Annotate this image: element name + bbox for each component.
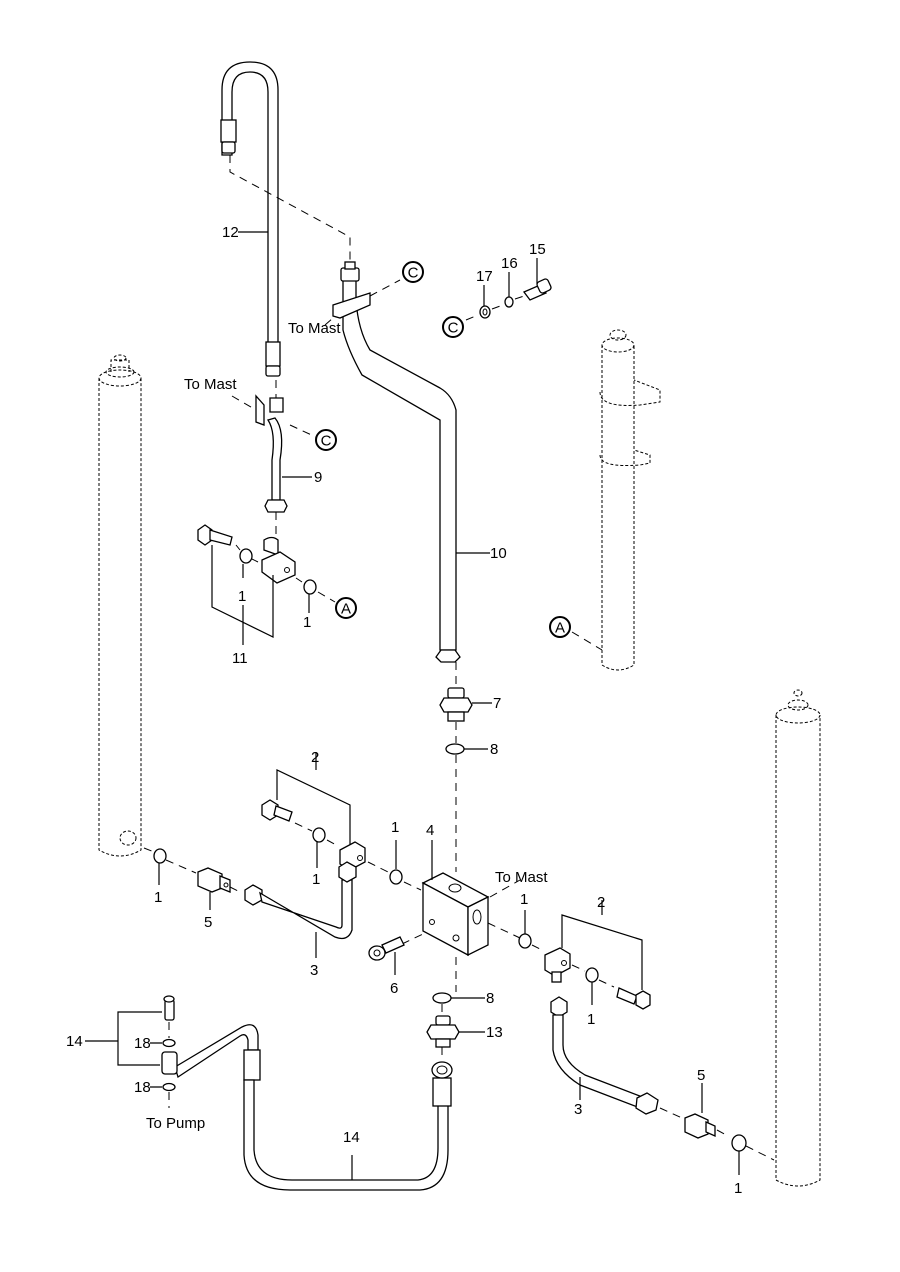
washer-18-lower xyxy=(162,1082,176,1092)
bracket-2-right xyxy=(561,900,643,990)
callout-5-right: 5 xyxy=(697,1067,705,1084)
fasteners-15-16-17 xyxy=(479,278,552,319)
callout-1-right-cyl: 1 xyxy=(734,1180,742,1197)
manifold-block-4 xyxy=(421,872,490,957)
callout-1-right-b: 1 xyxy=(587,1011,595,1028)
callout-11: 11 xyxy=(232,650,248,667)
callout-13: 13 xyxy=(486,1024,503,1041)
note-to-mast-upper: To Mast xyxy=(288,320,341,337)
ref-marker-c-fasteners: C xyxy=(442,316,464,338)
bolt-2-right-assembly xyxy=(544,947,651,1010)
fitting-7 xyxy=(439,687,473,722)
callout-3-left: 3 xyxy=(310,962,318,979)
oring-1-right-a xyxy=(518,933,532,949)
callout-16: 16 xyxy=(501,255,518,272)
callout-17: 17 xyxy=(476,268,493,285)
tube-10 xyxy=(332,261,461,663)
ref-marker-c-clamp: C xyxy=(315,429,337,451)
centerline xyxy=(571,631,603,651)
centerline xyxy=(324,317,334,326)
block-11-assembly xyxy=(197,524,317,595)
centerline xyxy=(143,847,243,894)
washer-18-upper xyxy=(162,1038,176,1048)
note-to-pump: To Pump xyxy=(146,1115,205,1132)
callout-18-upper: 18 xyxy=(134,1035,151,1052)
tube-9 xyxy=(255,394,288,513)
washer-8-lower xyxy=(432,992,452,1004)
leaders-18 xyxy=(150,1042,162,1088)
bracket-14 xyxy=(85,1011,162,1066)
hose-14 xyxy=(161,1024,453,1191)
callout-14-bracket: 14 xyxy=(66,1033,83,1050)
note-to-mast-block: To Mast xyxy=(495,869,548,886)
oring-1-mid xyxy=(389,869,403,885)
centerline xyxy=(465,295,525,321)
callout-10: 10 xyxy=(490,545,507,562)
svg-text:C: C xyxy=(448,320,459,337)
ref-marker-a-cylinder: A xyxy=(549,616,571,638)
note-to-mast-left: To Mast xyxy=(184,376,237,393)
callout-2-left: 2 xyxy=(311,749,319,766)
callout-18-lower: 18 xyxy=(134,1079,151,1096)
fitting-5-left xyxy=(197,867,231,893)
left-cylinder xyxy=(98,354,142,857)
callout-1-mid-b: 1 xyxy=(391,819,399,836)
centerline xyxy=(289,424,319,439)
washer-8-upper xyxy=(445,743,465,755)
callout-3-right: 3 xyxy=(574,1101,582,1118)
fitting-5-right xyxy=(684,1113,716,1139)
hose-12 xyxy=(220,61,281,377)
callout-2-right: 2 xyxy=(597,894,605,911)
leaders-15-16-17 xyxy=(483,258,538,306)
centerline xyxy=(401,881,521,992)
centerline xyxy=(531,944,615,988)
callout-14-hose: 14 xyxy=(343,1129,360,1146)
callout-8-lower: 8 xyxy=(486,990,494,1007)
centerline xyxy=(369,279,401,297)
centerline xyxy=(659,1107,775,1161)
fitting-13 xyxy=(426,1015,460,1048)
callout-8-upper: 8 xyxy=(490,741,498,758)
callout-1-block-b: 1 xyxy=(303,614,311,631)
callout-1-block-a: 1 xyxy=(238,588,246,605)
oring-1-left xyxy=(153,848,167,864)
centerline xyxy=(231,395,257,411)
svg-text:C: C xyxy=(408,265,419,282)
banjo-bolt-14 xyxy=(163,995,175,1021)
centerline xyxy=(229,155,351,260)
callout-1-right-a: 1 xyxy=(520,891,528,908)
callout-12: 12 xyxy=(222,224,239,241)
callout-4: 4 xyxy=(426,822,434,839)
centerline xyxy=(489,879,521,898)
svg-text:A: A xyxy=(341,601,351,618)
bolt-6 xyxy=(368,936,405,961)
bracket-11 xyxy=(211,545,310,638)
callout-9: 9 xyxy=(314,469,322,486)
callout-7: 7 xyxy=(493,695,501,712)
centerline xyxy=(235,512,336,603)
tube-3-left xyxy=(244,861,357,940)
right-upper-cylinder xyxy=(599,329,661,671)
tube-3-right xyxy=(550,996,659,1115)
callout-1-mid-a: 1 xyxy=(312,871,320,888)
centerline xyxy=(294,822,391,874)
callout-15: 15 xyxy=(529,241,546,258)
callout-1-left-cyl: 1 xyxy=(154,889,162,906)
ref-marker-c-top: C xyxy=(402,261,424,283)
bracket-2-left xyxy=(276,752,351,845)
svg-text:C: C xyxy=(321,433,332,450)
callout-5-left: 5 xyxy=(204,914,212,931)
right-lower-cylinder xyxy=(775,689,821,1187)
ref-marker-a-block: A xyxy=(335,597,357,619)
svg-text:A: A xyxy=(555,620,565,637)
callout-6: 6 xyxy=(390,980,398,997)
oring-1-right-cyl xyxy=(731,1134,747,1152)
